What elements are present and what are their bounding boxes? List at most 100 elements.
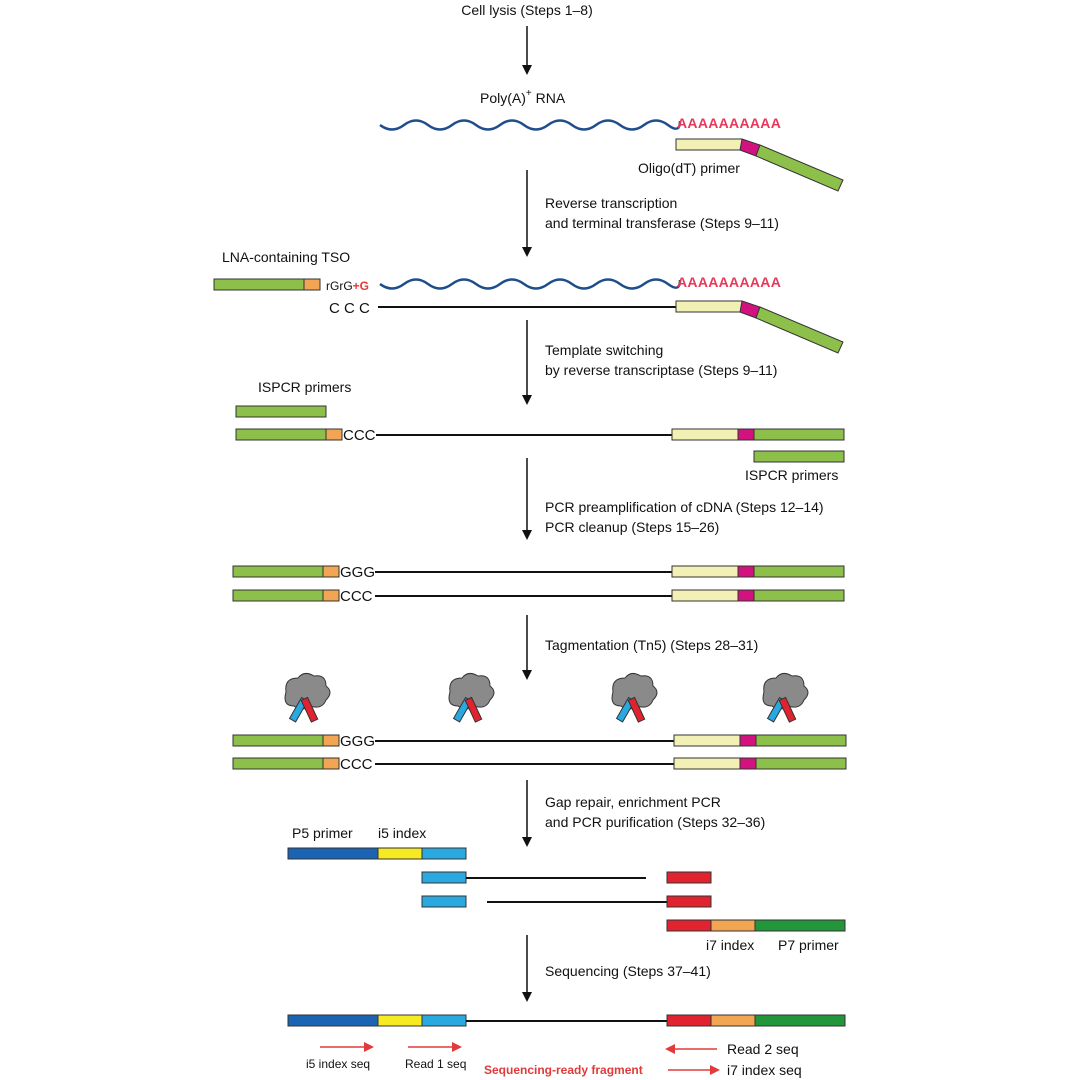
tso-rg-seq: rGrG+G (326, 279, 369, 293)
frag2-cyan (421, 895, 467, 908)
ds5-bot-green-left (232, 757, 324, 770)
i5-index-segment (377, 847, 423, 860)
i5-index-seq-label: i5 index seq (306, 1057, 370, 1071)
cdna3-magenta-right (737, 428, 755, 441)
tn5-transposome-4 (762, 672, 809, 723)
final-p5 (287, 1014, 379, 1027)
ds4-top-orange-left (322, 565, 340, 578)
ds5-bot-orange-left (322, 757, 340, 770)
ccc-4: CCC (340, 588, 373, 605)
polya-rna-label-main: Poly(A) (480, 90, 526, 106)
final-red (666, 1014, 712, 1027)
cdna3-orange-left (325, 428, 343, 441)
cdna3-green-left (235, 428, 327, 441)
p5-primer-segment (287, 847, 379, 860)
tso-rg-label: rGrG (326, 279, 353, 293)
polya-rna-label-sup: + (526, 88, 532, 99)
i5-adapter-segment (421, 847, 467, 860)
ds4-top-magenta-right (737, 565, 755, 578)
block-sequencing: i5 index seq Read 1 seq Read 2 seq Seque… (287, 1014, 846, 1078)
i7-index-segment (710, 919, 756, 932)
tn5-adapter-red-1 (300, 696, 319, 723)
step-gap-repair-line2: and PCR purification (Steps 32–36) (545, 814, 765, 830)
polya-rna-label: Poly(A)+ RNA (480, 88, 566, 106)
block-ds-cdna: GGG CCC (232, 564, 845, 605)
cdna3-pale-right (671, 428, 739, 441)
final-p7 (754, 1014, 846, 1027)
final-i5 (377, 1014, 423, 1027)
ccc-3: CCC (343, 427, 376, 444)
tn5-body-4 (762, 672, 809, 710)
oligo-dt-segment-2 (675, 300, 743, 313)
ds5-top-magenta-right (739, 734, 757, 747)
oligo-dt-label: Oligo(dT) primer (638, 160, 740, 176)
ds4-top-green-right (753, 565, 845, 578)
ggg-4: GGG (340, 564, 375, 581)
frag1-cyan (421, 871, 467, 884)
ds5-top-pale-right (673, 734, 741, 747)
oligo-dt-green-2 (755, 306, 844, 354)
block-tso: LNA-containing TSO rGrG+G AAAAAAAAAA C C… (213, 249, 844, 354)
tn5-adapter-red-4 (778, 696, 797, 723)
ds4-top-green-left (232, 565, 324, 578)
ds5-top-green-left (232, 734, 324, 747)
ds5-bot-pale-right (673, 757, 741, 770)
ds5-top-orange-left (322, 734, 340, 747)
tso-green-segment (213, 278, 305, 291)
p7-primer-label: P7 primer (778, 937, 839, 953)
step-cell-lysis: Cell lysis (Steps 1–8) (461, 2, 593, 18)
ispcr-primer-bottom (753, 450, 845, 463)
frag1-red (666, 871, 712, 884)
cdna3-green-right (753, 428, 845, 441)
ds5-top-green-right (755, 734, 847, 747)
oligo-dt-segment (675, 138, 743, 151)
p5-primer-label: P5 primer (292, 825, 353, 841)
step-ts-line1: Template switching (545, 342, 663, 358)
final-cyan (421, 1014, 467, 1027)
tn5-adapter-red-2 (464, 696, 483, 723)
polya-rna-label-suffix: RNA (532, 90, 566, 106)
tn5-body-3 (611, 672, 658, 710)
i5-index-label: i5 index (378, 825, 426, 841)
block-ispcr: ISPCR primers CCC ISPCR primers (235, 379, 845, 483)
tso-orange-segment (303, 278, 321, 291)
polya-tail-2: AAAAAAAAAA (677, 274, 781, 290)
step-sequencing: Sequencing (Steps 37–41) (545, 963, 711, 979)
ds4-bot-green-right (753, 589, 845, 602)
ccc-spaced: C C C (329, 300, 370, 317)
read1-seq-label: Read 1 seq (405, 1057, 466, 1071)
step-pcr-line2: PCR cleanup (Steps 15–26) (545, 519, 719, 535)
final-i7 (710, 1014, 756, 1027)
step-ts-line2: by reverse transcriptase (Steps 9–11) (545, 362, 777, 378)
i7-index-label: i7 index (706, 937, 754, 953)
ds4-bot-orange-left (322, 589, 340, 602)
ispcr-primers-top-label: ISPCR primers (258, 379, 351, 395)
tn5-body-1 (284, 672, 331, 710)
block-enrichment-pcr: P5 primer i5 index i7 index P7 primer (287, 825, 846, 953)
i7-adapter-segment (666, 919, 712, 932)
step-tagmentation: Tagmentation (Tn5) (Steps 28–31) (545, 637, 758, 653)
ds4-top-pale-right (671, 565, 739, 578)
ds5-bot-magenta-right (739, 757, 757, 770)
read2-seq-label: Read 2 seq (727, 1041, 799, 1057)
block-tagmentation: GGG CCC (232, 672, 847, 773)
tn5-transposome-2 (448, 672, 495, 723)
sequencing-ready-label: Sequencing-ready fragment (484, 1063, 643, 1077)
tn5-adapter-red-3 (627, 696, 646, 723)
lna-tso-label: LNA-containing TSO (222, 249, 350, 265)
tn5-transposome-3 (611, 672, 658, 723)
ds4-bot-green-left (232, 589, 324, 602)
rna-wave-1 (379, 119, 682, 131)
i7-index-seq-label: i7 index seq (727, 1062, 802, 1078)
ccc-5: CCC (340, 756, 373, 773)
ispcr-primers-bottom-label: ISPCR primers (745, 467, 838, 483)
p7-primer-segment (754, 919, 846, 932)
step-pcr-line1: PCR preamplification of cDNA (Steps 12–1… (545, 499, 824, 515)
tn5-transposome-1 (284, 672, 331, 723)
step-rt-line2: and terminal transferase (Steps 9–11) (545, 215, 779, 231)
ds4-bot-magenta-right (737, 589, 755, 602)
ispcr-primer-top (235, 405, 327, 418)
ds5-bot-green-right (755, 757, 847, 770)
ds4-bot-pale-right (671, 589, 739, 602)
